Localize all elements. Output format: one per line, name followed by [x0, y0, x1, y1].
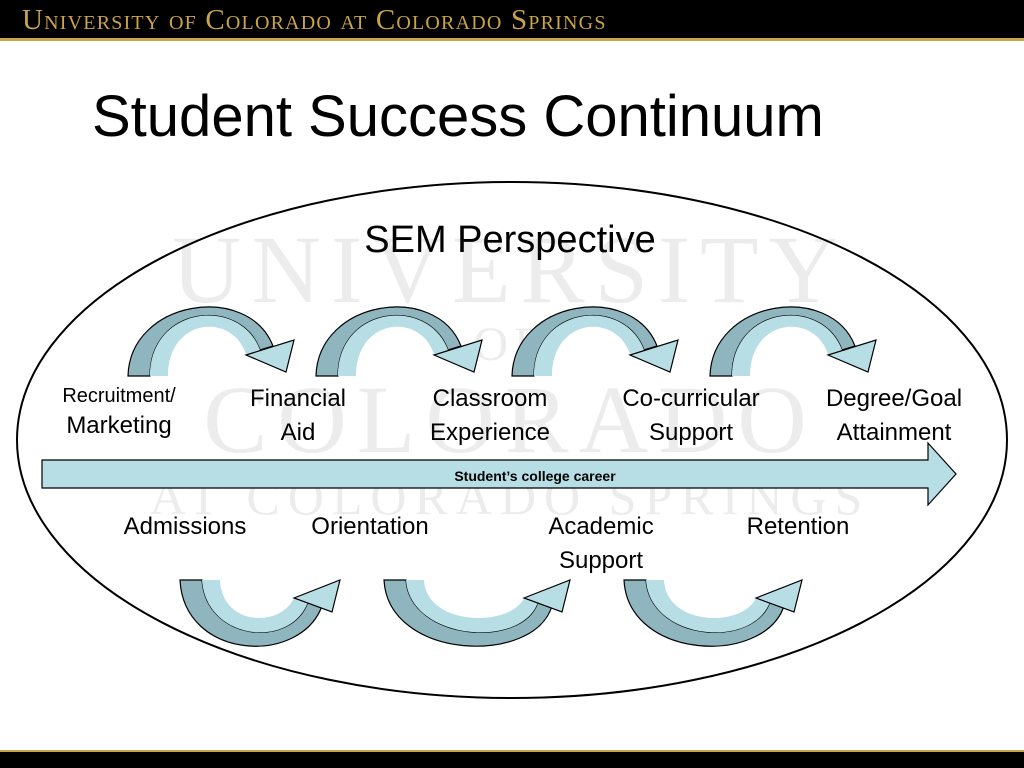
stage-retention: Retention	[728, 510, 868, 544]
stage-classroom-experience: Classroom Experience	[410, 382, 570, 450]
stage-financial-aid: Financial Aid	[228, 382, 368, 450]
curved-arrow-cocurricular-to-degree	[709, 306, 877, 377]
stage-label-line1: Retention	[746, 513, 850, 540]
slide-title: Student Success Continuum	[92, 84, 824, 149]
stage-admissions: Admissions	[104, 510, 266, 544]
stage-label-line1: Degree/Goal	[825, 385, 963, 412]
stage-label-line2: Marketing	[66, 412, 172, 439]
header-bar	[0, 0, 1024, 40]
stage-label-line2: Aid	[280, 419, 316, 446]
stage-label-line1: Orientation	[311, 513, 429, 540]
curved-arrow-recruit-to-finaid	[127, 306, 295, 377]
stage-label-line2: Support	[558, 547, 644, 574]
university-name: University of Colorado at Colorado Sprin…	[22, 4, 607, 36]
stage-label-line1: Co-curricular	[622, 385, 760, 412]
curved-arrow-orientation-to-academic	[383, 579, 571, 647]
stage-label-line1: Financial	[249, 385, 347, 412]
stage-label-line2: Support	[648, 419, 734, 446]
stage-label-line1: Admissions	[123, 513, 247, 540]
stage-cocurricular-support: Co-curricular Support	[600, 382, 782, 450]
stage-label-line1: Recruitment/	[62, 385, 176, 407]
footer-bar	[0, 752, 1024, 768]
stage-label-line2: Experience	[429, 419, 551, 446]
stage-label-line1: Academic	[548, 513, 654, 540]
header-gold-rule	[0, 38, 1024, 41]
curved-arrow-academic-to-retention	[623, 579, 803, 647]
stage-label-line1: Classroom	[432, 385, 548, 412]
curved-arrow-classroom-to-cocurricular	[511, 306, 679, 377]
stage-degree-goal-attainment: Degree/Goal Attainment	[806, 382, 982, 450]
stage-orientation: Orientation	[290, 510, 450, 544]
footer-gold-rule	[0, 750, 1024, 753]
perspective-ellipse	[16, 181, 1008, 699]
perspective-label: SEM Perspective	[364, 219, 656, 261]
stage-label-line2: Attainment	[836, 419, 952, 446]
stage-academic-support: Academic Support	[526, 510, 676, 578]
curved-arrow-finaid-to-classroom	[315, 306, 483, 377]
stage-recruitment-marketing: Recruitment/ Marketing	[44, 382, 194, 442]
curved-arrow-admissions-to-orientation	[179, 579, 341, 647]
timeline-label: Student’s college career	[454, 468, 616, 484]
timeline-arrow	[41, 441, 957, 507]
